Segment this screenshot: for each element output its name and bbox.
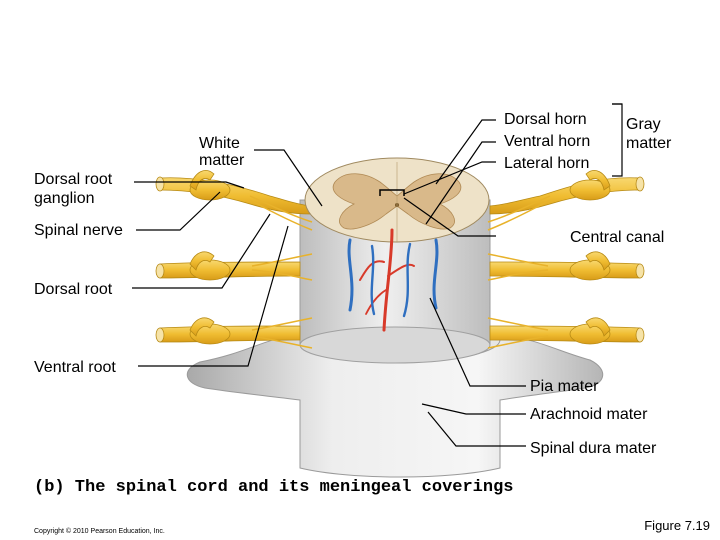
copyright-notice: Copyright © 2010 Pearson Education, Inc. xyxy=(34,528,165,535)
blood-vessels xyxy=(347,228,439,332)
right-nerves xyxy=(489,170,641,345)
label-arachnoid-mater: Arachnoid mater xyxy=(530,406,648,423)
label-dorsal-horn: Dorsal horn xyxy=(504,111,587,128)
label-dorsal-root: Dorsal root xyxy=(34,281,113,298)
figure-number: Figure 7.19 xyxy=(644,518,710,533)
label-white-matter: White matter xyxy=(199,135,245,169)
right-rootlets xyxy=(487,195,551,349)
left-nerves xyxy=(159,170,311,345)
figure-caption: (b) The spinal cord and its meningeal co… xyxy=(34,478,514,497)
label-spinal-nerve: Spinal nerve xyxy=(34,222,123,239)
label-pia-mater: Pia mater xyxy=(530,378,599,395)
label-lateral-horn: Lateral horn xyxy=(504,155,590,172)
label-gray-matter: Gray matter xyxy=(626,116,672,152)
label-ventral-horn: Ventral horn xyxy=(504,133,591,150)
left-rootlets xyxy=(249,195,313,349)
label-dorsal-root-ganglion: Dorsal root ganglion xyxy=(34,171,113,207)
label-ventral-root: Ventral root xyxy=(34,359,116,376)
leader-lines xyxy=(132,103,623,447)
nerve-cut-ends xyxy=(155,176,645,343)
label-central-canal: Central canal xyxy=(570,229,665,246)
label-spinal-dura-mater: Spinal dura mater xyxy=(530,440,657,457)
